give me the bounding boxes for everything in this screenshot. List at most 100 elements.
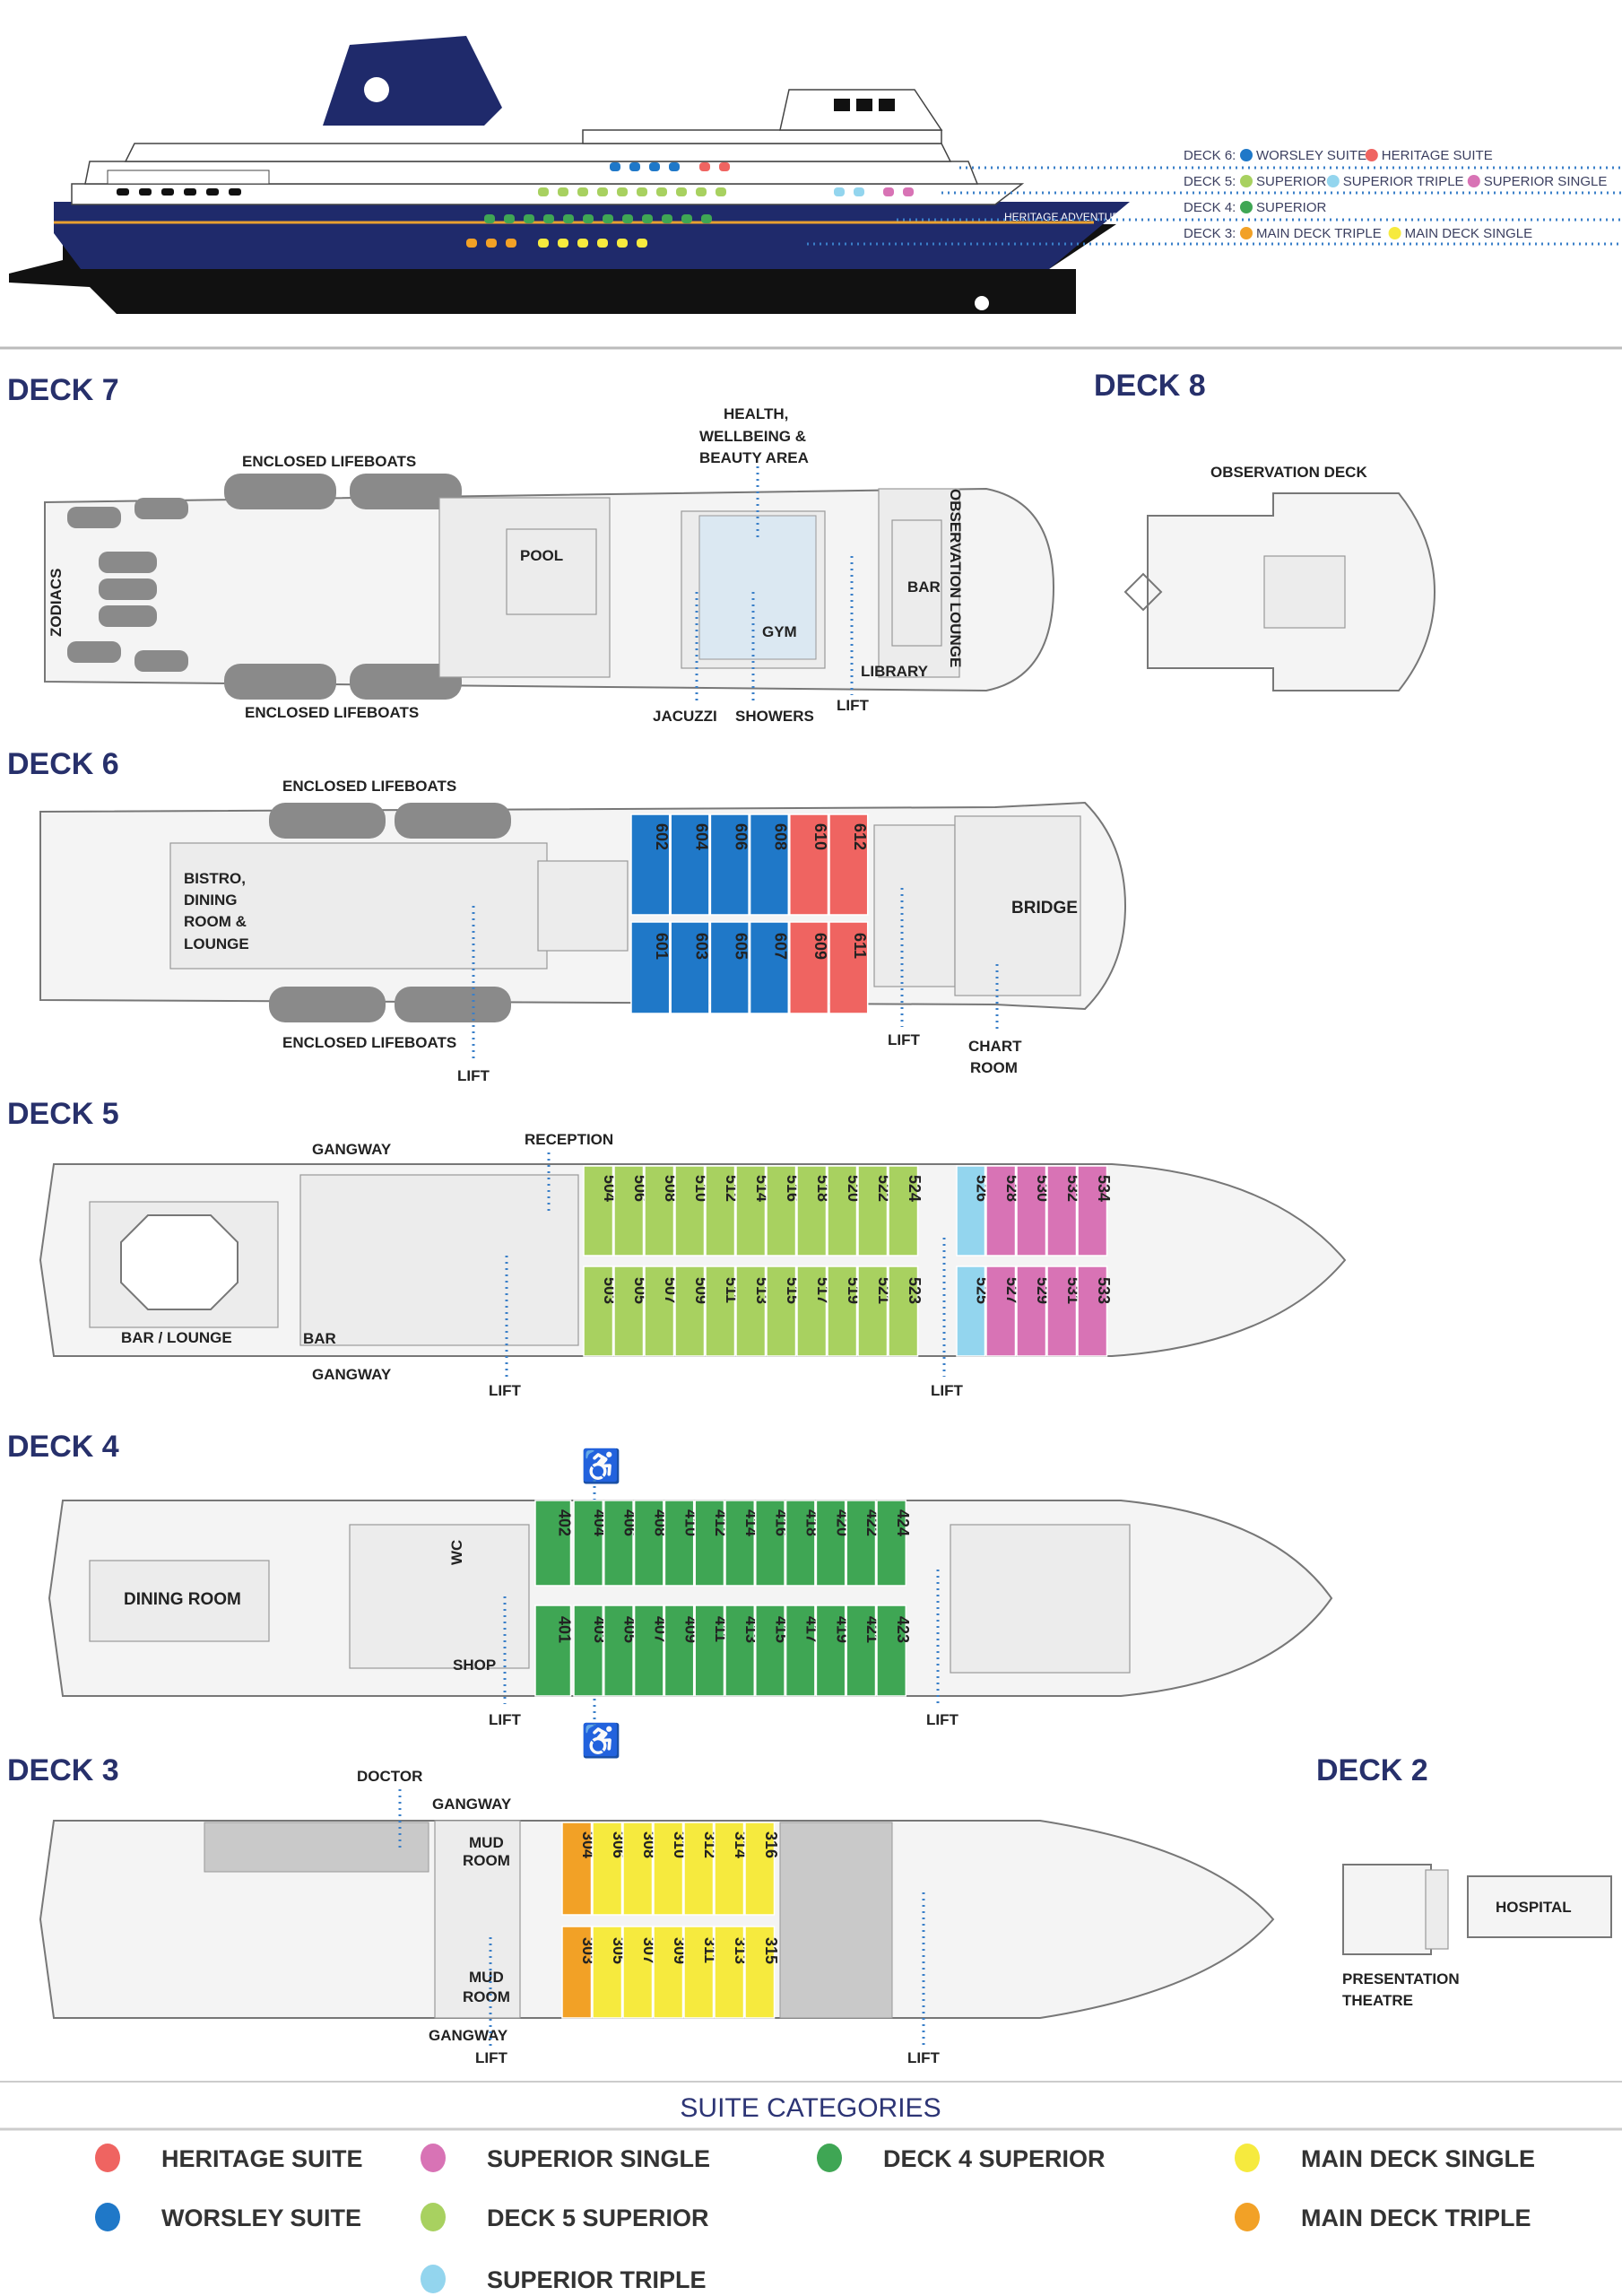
cabin-520[interactable]: 520 xyxy=(827,1165,863,1257)
cabin-602[interactable]: 602 xyxy=(630,813,671,916)
cabin-415[interactable]: 415 xyxy=(755,1605,791,1697)
cabin-window-marker xyxy=(642,214,653,223)
cabin-401[interactable]: 401 xyxy=(534,1605,574,1697)
cabin-612[interactable]: 612 xyxy=(828,813,869,916)
cabin-518[interactable]: 518 xyxy=(796,1165,832,1257)
cabin-window-marker xyxy=(558,239,568,248)
cabin-311[interactable]: 311 xyxy=(683,1926,719,2019)
cabin-528[interactable]: 528 xyxy=(985,1165,1021,1257)
cabin-413[interactable]: 413 xyxy=(724,1605,760,1697)
cabin-315[interactable]: 315 xyxy=(744,1926,780,2019)
cabin-window-marker xyxy=(696,187,707,196)
cabin-307[interactable]: 307 xyxy=(622,1926,658,2019)
cabin-512[interactable]: 512 xyxy=(705,1165,741,1257)
category-dot-icon xyxy=(817,2144,842,2172)
cabin-window-marker xyxy=(669,162,680,171)
cabin-534[interactable]: 534 xyxy=(1077,1165,1113,1257)
cabin-number: 601 xyxy=(653,933,671,960)
cabin-508[interactable]: 508 xyxy=(644,1165,680,1257)
cabin-number: 604 xyxy=(692,823,710,850)
cabin-308[interactable]: 308 xyxy=(622,1822,658,1916)
cabin-421[interactable]: 421 xyxy=(846,1605,881,1697)
deck3-gangway-top: GANGWAY xyxy=(432,1796,512,1813)
cabin-403[interactable]: 403 xyxy=(573,1605,609,1697)
cabin-313[interactable]: 313 xyxy=(714,1926,750,2019)
cabin-310[interactable]: 310 xyxy=(653,1822,689,1916)
cabin-309[interactable]: 309 xyxy=(653,1926,689,2019)
cabin-418[interactable]: 418 xyxy=(785,1500,821,1587)
ship-legend-deck: DECK 4: xyxy=(1184,200,1236,215)
cabin-window-marker xyxy=(656,187,667,196)
cabin-505[interactable]: 505 xyxy=(613,1265,649,1357)
cabin-511[interactable]: 511 xyxy=(705,1265,741,1357)
cabin-number: 315 xyxy=(762,1937,780,1964)
cabin-609[interactable]: 609 xyxy=(789,921,829,1014)
cabin-607[interactable]: 607 xyxy=(749,921,790,1014)
cabin-526[interactable]: 526 xyxy=(956,1165,992,1257)
cabin-window-marker xyxy=(676,187,687,196)
cabin-424[interactable]: 424 xyxy=(876,1500,912,1587)
cabin-406[interactable]: 406 xyxy=(603,1500,639,1587)
deck4-title: DECK 4 xyxy=(7,1430,119,1464)
cabin-533[interactable]: 533 xyxy=(1077,1265,1113,1357)
cabin-number: 424 xyxy=(894,1509,912,1536)
ship-legend-deck: DECK 6: xyxy=(1184,148,1236,163)
cabin-423[interactable]: 423 xyxy=(876,1605,912,1697)
category-dot-icon xyxy=(1240,149,1253,161)
cabin-605[interactable]: 605 xyxy=(709,921,750,1014)
cabin-517[interactable]: 517 xyxy=(796,1265,832,1357)
deck6-title: DECK 6 xyxy=(7,747,119,781)
cabin-314[interactable]: 314 xyxy=(714,1822,750,1916)
cabin-516[interactable]: 516 xyxy=(766,1165,802,1257)
cabin-422[interactable]: 422 xyxy=(846,1500,881,1587)
cabin-303[interactable]: 303 xyxy=(561,1926,597,2019)
cabin-506[interactable]: 506 xyxy=(613,1165,649,1257)
cabin-513[interactable]: 513 xyxy=(735,1265,771,1357)
cabin-519[interactable]: 519 xyxy=(827,1265,863,1357)
deck4-lift-2: LIFT xyxy=(926,1711,958,1728)
cabin-510[interactable]: 510 xyxy=(674,1165,710,1257)
cabin-522[interactable]: 522 xyxy=(857,1165,893,1257)
cabin-507[interactable]: 507 xyxy=(644,1265,680,1357)
cabin-417[interactable]: 417 xyxy=(785,1605,821,1697)
cabin-514[interactable]: 514 xyxy=(735,1165,771,1257)
cabin-304[interactable]: 304 xyxy=(561,1822,597,1916)
cabin-529[interactable]: 529 xyxy=(1016,1265,1052,1357)
legend-label: MAIN DECK SINGLE xyxy=(1301,2145,1535,2172)
cabin-312[interactable]: 312 xyxy=(683,1822,719,1916)
cabin-412[interactable]: 412 xyxy=(694,1500,730,1587)
cabin-523[interactable]: 523 xyxy=(888,1265,924,1357)
cabin-410[interactable]: 410 xyxy=(664,1500,699,1587)
category-dot-icon xyxy=(1467,175,1480,187)
cabin-503[interactable]: 503 xyxy=(583,1265,619,1357)
cabin-608[interactable]: 608 xyxy=(749,813,790,916)
cabin-531[interactable]: 531 xyxy=(1046,1265,1082,1357)
cabin-521[interactable]: 521 xyxy=(857,1265,893,1357)
cabin-306[interactable]: 306 xyxy=(592,1822,628,1916)
cabin-532[interactable]: 532 xyxy=(1046,1165,1082,1257)
cabin-window-marker xyxy=(506,239,516,248)
legend-item-supsingle: SUPERIOR SINGLE xyxy=(421,2144,710,2172)
cabin-402[interactable]: 402 xyxy=(534,1500,574,1587)
cabin-527[interactable]: 527 xyxy=(985,1265,1021,1357)
cabin-number: 534 xyxy=(1095,1175,1113,1202)
wheelchair-icon: ♿ xyxy=(581,1722,621,1759)
cabin-606[interactable]: 606 xyxy=(709,813,750,916)
cabin-524[interactable]: 524 xyxy=(888,1165,924,1257)
cabin-305[interactable]: 305 xyxy=(592,1926,628,2019)
deck3-mud-1a: MUD xyxy=(469,1834,504,1851)
cabin-530[interactable]: 530 xyxy=(1016,1165,1052,1257)
cabin-414[interactable]: 414 xyxy=(724,1500,760,1587)
cabin-601[interactable]: 601 xyxy=(630,921,671,1014)
cabin-504[interactable]: 504 xyxy=(583,1165,619,1257)
cabin-610[interactable]: 610 xyxy=(789,813,829,916)
cabin-316[interactable]: 316 xyxy=(744,1822,780,1916)
cabin-number: 423 xyxy=(894,1616,912,1643)
cabin-604[interactable]: 604 xyxy=(670,813,710,916)
cabin-611[interactable]: 611 xyxy=(828,921,869,1014)
cabin-515[interactable]: 515 xyxy=(766,1265,802,1357)
cabin-509[interactable]: 509 xyxy=(674,1265,710,1357)
cabin-603[interactable]: 603 xyxy=(670,921,710,1014)
